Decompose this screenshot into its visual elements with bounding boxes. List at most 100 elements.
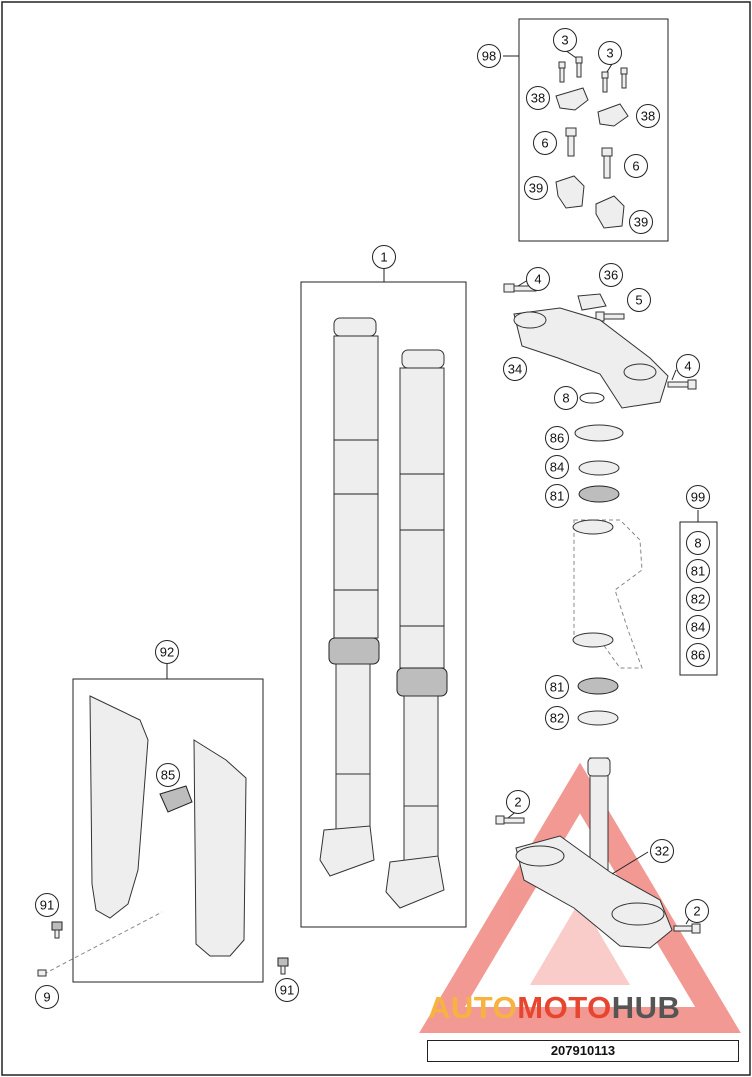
callout-circle — [372, 245, 396, 269]
callout-circle — [35, 893, 59, 917]
callout-number: 99 — [691, 490, 705, 505]
handlebar-clamp-38-right — [597, 103, 629, 127]
callout-c85: 85 — [156, 763, 180, 787]
callout-c5: 5 — [627, 288, 651, 312]
bolt-6-left — [565, 127, 577, 157]
callout-c99_81: 81 — [686, 559, 710, 583]
callout-c82: 82 — [545, 706, 569, 730]
callout-c6b: 6 — [624, 154, 648, 178]
callout-c38a: 38 — [526, 86, 550, 110]
watermark-auto: AUTO — [428, 990, 518, 1025]
callout-circle — [554, 386, 578, 410]
callout-number: 8 — [562, 391, 569, 406]
callout-number: 81 — [550, 680, 564, 695]
callout-circle — [686, 531, 710, 555]
callout-circle — [275, 978, 299, 1002]
fork-leg-right — [385, 349, 448, 909]
callout-circle — [598, 41, 622, 65]
callout-circle — [686, 559, 710, 583]
callout-c34: 34 — [503, 357, 527, 381]
callout-number: 34 — [508, 362, 522, 377]
callout-circle — [686, 587, 710, 611]
fork-leg-left — [319, 317, 380, 877]
callout-circle — [35, 985, 59, 1009]
lower-triple-clamp-32 — [515, 757, 673, 949]
callout-c91b: 91 — [275, 978, 299, 1002]
screw-91-right — [277, 957, 289, 975]
callout-c1: 1 — [372, 245, 396, 269]
callout-circle — [503, 357, 527, 381]
callout-number: 32 — [655, 844, 669, 859]
callout-number: 39 — [529, 181, 543, 196]
seal-84 — [578, 460, 620, 476]
steering-nut-36 — [577, 293, 607, 311]
watermark-text: AUTOMOTOHUB — [428, 990, 748, 1030]
callout-c4a: 4 — [526, 267, 550, 291]
callout-number: 9 — [43, 990, 50, 1005]
dust-cover-86 — [574, 424, 624, 442]
drawing-number: 207910113 — [427, 1040, 739, 1062]
callout-number: 6 — [632, 159, 639, 174]
callout-c32: 32 — [650, 839, 674, 863]
callout-circle — [545, 706, 569, 730]
callout-circle — [524, 176, 548, 200]
callout-c81a: 81 — [545, 484, 569, 508]
callout-circle — [533, 131, 557, 155]
callout-circle — [545, 426, 569, 450]
callout-c91a: 91 — [35, 893, 59, 917]
bolt-5 — [595, 311, 625, 322]
callout-c3b: 3 — [598, 41, 622, 65]
brake-line-guide-85 — [159, 785, 193, 813]
bolt-4-lower — [667, 369, 697, 390]
callout-number: 98 — [482, 49, 496, 64]
callout-number: 82 — [550, 711, 564, 726]
fork-protector-left — [89, 695, 149, 919]
callout-c99: 99 — [686, 485, 710, 509]
callout-circle — [545, 455, 569, 479]
callout-number: 91 — [40, 898, 54, 913]
callout-circle — [599, 263, 623, 287]
callout-c39a: 39 — [524, 176, 548, 200]
callout-circle — [636, 104, 660, 128]
callout-c2a: 2 — [506, 790, 530, 814]
callout-number: 3 — [561, 33, 568, 48]
callout-c3a: 3 — [553, 28, 577, 52]
callout-circle — [624, 154, 648, 178]
callout-number: 38 — [641, 109, 655, 124]
bolt-6-right — [601, 147, 613, 179]
callout-circle — [686, 485, 710, 509]
callout-number: 2 — [514, 795, 521, 810]
callout-c2b: 2 — [685, 899, 709, 923]
callout-circle — [650, 839, 674, 863]
handlebar-riser-39-left — [555, 175, 585, 209]
fork-protector-box — [72, 678, 264, 983]
callout-c86: 86 — [545, 426, 569, 450]
callout-c84: 84 — [545, 455, 569, 479]
fork-protector-right — [193, 739, 247, 957]
callout-number: 1 — [380, 250, 387, 265]
handlebar-clamp-38-left — [555, 87, 589, 111]
callout-c39b: 39 — [629, 210, 653, 234]
callout-number: 38 — [531, 91, 545, 106]
callout-number: 4 — [684, 359, 691, 374]
callout-circle — [477, 44, 501, 68]
screw-9 — [37, 969, 47, 977]
callout-circle — [545, 484, 569, 508]
o-ring-8 — [579, 392, 605, 404]
seal-82 — [577, 710, 619, 726]
callout-circle — [685, 899, 709, 923]
callout-circle — [627, 288, 651, 312]
handlebar-riser-39-right — [595, 195, 625, 229]
callout-c98: 98 — [477, 44, 501, 68]
callout-circle — [526, 86, 550, 110]
callout-circle — [676, 354, 700, 378]
bolt-3-left — [558, 49, 583, 83]
callout-circle — [155, 640, 179, 664]
callout-number: 5 — [635, 293, 642, 308]
callout-number: 8 — [694, 536, 701, 551]
callout-c99_84: 84 — [686, 615, 710, 639]
callout-number: 82 — [691, 592, 705, 607]
bolt-3-right — [601, 63, 628, 93]
